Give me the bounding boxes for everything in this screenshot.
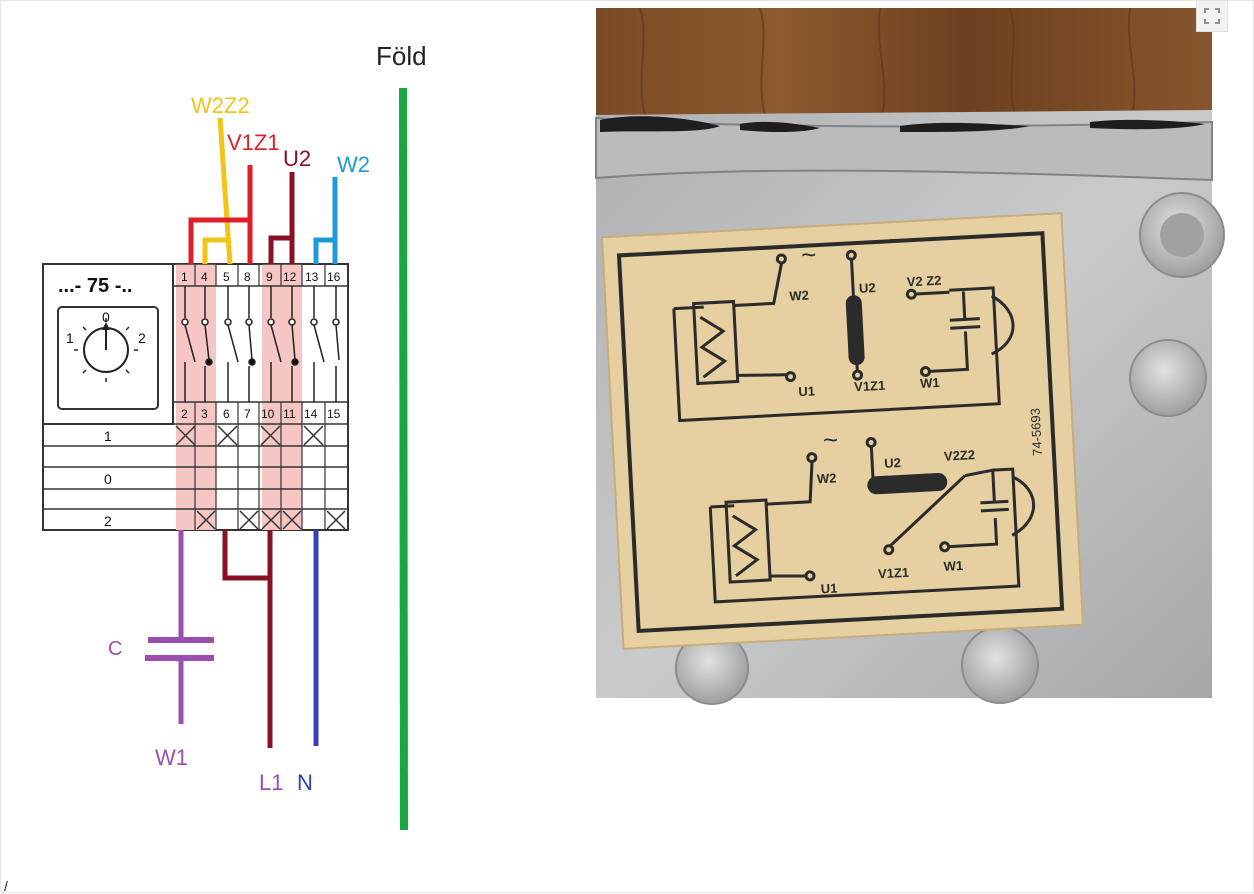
dial-label-right: 2 [138,330,146,346]
wood-grain [639,7,1136,116]
terminal-top-16: 16 [327,270,341,284]
contact-x-marks [175,425,346,530]
earth-line [399,87,408,831]
upper-tilde: ~ [800,239,817,270]
dial-label-left: 1 [66,330,74,346]
terminal-bottom-3: 3 [201,407,208,421]
terminal-bottom-7: 7 [244,407,251,421]
expand-icon [1204,8,1220,24]
lower-terminal-labels: W2 U2 V2Z2 U1 V1Z1 W1 [817,447,976,596]
upper-label-u2: U2 [859,280,876,296]
position-row-0: 0 [104,471,112,487]
terminal-plate-photo: ~ W2 U2 V2 Z2 U1 V1Z1 W1 [595,7,1225,705]
lower-label-v1z1: V1Z1 [878,565,910,582]
bottom-terminal-numbers: 2 3 6 7 10 11 14 15 [181,407,341,421]
expand-button[interactable] [1196,0,1228,32]
label-n: N [297,770,313,795]
label-w2z2: W2Z2 [191,93,250,118]
lower-label-w2: W2 [817,470,837,486]
terminal-bottom-2: 2 [181,407,188,421]
wire-l1 [222,530,273,748]
terminal-header-top [172,263,349,287]
capacitor-icon [145,637,214,661]
lower-schematic [708,437,1036,604]
label-v1z1: V1Z1 [227,130,280,155]
terminal-header-bottom [172,401,349,425]
position-row-1: 1 [104,428,112,444]
terminal-top-13: 13 [305,270,319,284]
rotary-switch: ...- 75 -.. 0 1 2 [42,263,349,531]
dial-label-top: 0 [102,309,110,325]
terminal-top-9: 9 [266,270,273,284]
wire-w2 [313,177,338,264]
highlight-column-2 [262,264,302,530]
highlight-column-1 [176,264,216,530]
tar-smudges [600,116,1205,132]
terminal-bottom-6: 6 [223,407,230,421]
lower-bridge [867,473,948,495]
label-u2: U2 [283,146,311,171]
label-l1: L1 [259,770,283,795]
lower-tilde: ~ [822,424,839,455]
terminal-top-1: 1 [181,270,188,284]
label-capacitor: C [108,638,122,660]
terminal-top-4: 4 [201,270,208,284]
switch-title: ...- 75 -.. [58,275,132,297]
upper-label-u1: U1 [798,383,815,399]
earth-label: Föld [376,41,427,71]
upper-label-v2z2: V2 Z2 [906,273,941,290]
wire-v1z1 [188,165,253,264]
terminal-top-8: 8 [244,270,251,284]
dial-knob-icon[interactable] [74,318,138,382]
upper-label-w2: W2 [789,288,809,304]
lower-label-u1: U1 [820,580,837,596]
wire-w2z2 [202,117,233,265]
left-wiring-diagram: Föld ...- 75 -.. [42,41,427,831]
label-w1: W1 [155,745,188,770]
upper-label-w1: W1 [920,375,940,391]
plate-code: 74-5693 [1028,408,1045,456]
upper-label-v1z1: V1Z1 [854,378,886,395]
position-table: 1 0 2 [43,428,348,529]
terminal-top-12: 12 [283,270,297,284]
label-w2: W2 [337,152,370,177]
position-row-2: 2 [104,513,112,529]
terminal-bottom-11: 11 [283,407,296,421]
terminal-bottom-15: 15 [327,407,341,421]
switch-contacts [181,286,340,402]
caption-text: / [4,878,8,894]
upper-bridge [845,295,865,366]
upper-terminal-labels: W2 U2 V2 Z2 U1 V1Z1 W1 [789,273,942,400]
bolt-bottom-right [961,626,1039,704]
housing-edge [595,116,1213,182]
terminal-top-5: 5 [223,270,230,284]
terminal-bottom-14: 14 [304,407,318,421]
terminal-bottom-10: 10 [261,407,275,421]
top-terminal-numbers: 1 4 5 8 9 12 13 16 [181,270,341,284]
lower-label-v2z2: V2Z2 [944,447,976,464]
terminal-plate-label: ~ W2 U2 V2 Z2 U1 V1Z1 W1 [600,212,1084,650]
wire-u2 [268,172,295,264]
bolt-right [1129,339,1207,417]
lower-label-u2: U2 [884,455,901,471]
lower-label-w1: W1 [943,558,963,574]
